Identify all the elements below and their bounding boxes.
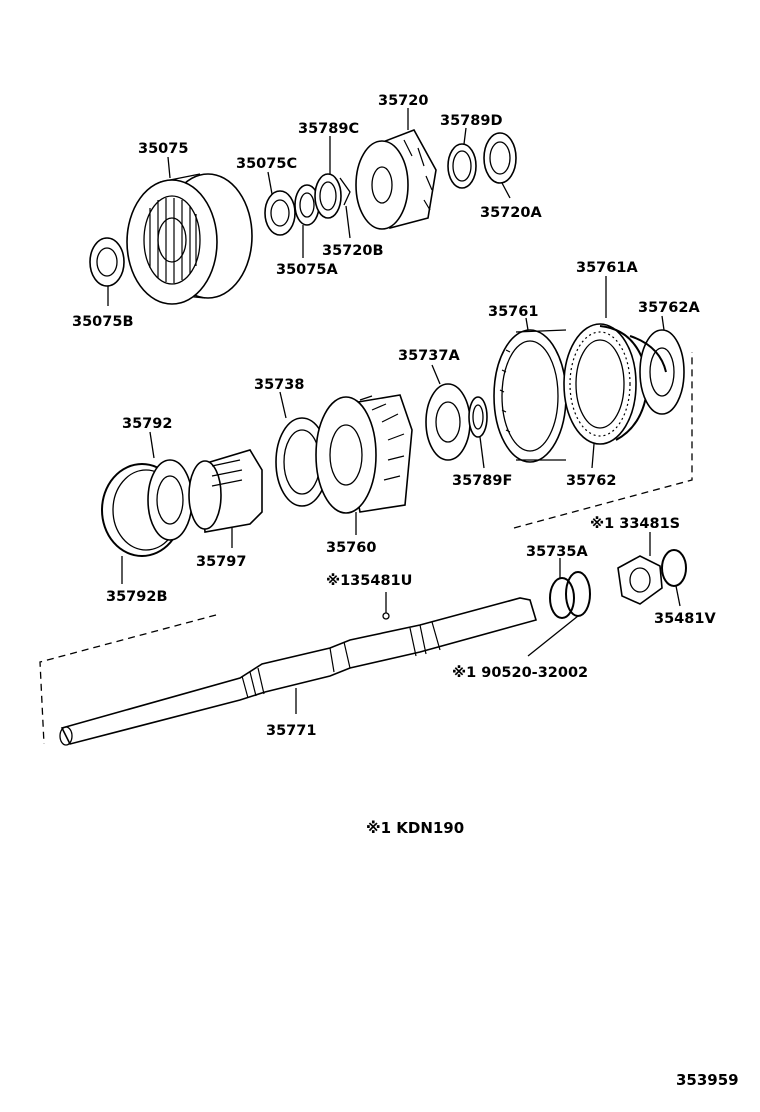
part-35792-bearing bbox=[147, 459, 193, 541]
label-35789F: 35789F bbox=[452, 473, 512, 489]
diagram-number: 353959 bbox=[676, 1071, 739, 1089]
part-35797-sungear bbox=[188, 449, 263, 533]
leader-lines bbox=[107, 108, 681, 714]
label-35075C: 35075C bbox=[236, 156, 297, 172]
label-35075: 35075 bbox=[138, 141, 188, 157]
part-35761-ringgear bbox=[493, 329, 567, 463]
part-35720A-bearing bbox=[483, 132, 517, 184]
label-35797: 35797 bbox=[196, 554, 246, 570]
label-35760: 35760 bbox=[326, 540, 376, 556]
part-labels: 35075 35075C 35789C 35720 35789D 35720A … bbox=[72, 93, 739, 1089]
part-35762-ring bbox=[563, 323, 637, 445]
label-35792B: 35792B bbox=[106, 589, 168, 605]
label-35481V: 35481V bbox=[654, 611, 716, 627]
part-35762A-bearing bbox=[629, 329, 685, 415]
label-35735A: 35735A bbox=[526, 544, 588, 560]
label-35762: 35762 bbox=[566, 473, 616, 489]
label-35720: 35720 bbox=[378, 93, 428, 109]
part-135481U-ball bbox=[382, 612, 390, 620]
label-35738: 35738 bbox=[254, 377, 304, 393]
label-35789C: 35789C bbox=[298, 121, 359, 137]
label-35762A: 35762A bbox=[638, 300, 700, 316]
label-35075A: 35075A bbox=[276, 262, 338, 278]
label-35720B: 35720B bbox=[322, 243, 384, 259]
part-35075-drum bbox=[126, 173, 253, 305]
part-35481V-snapring bbox=[661, 549, 687, 587]
label-35761: 35761 bbox=[488, 304, 538, 320]
part-35720-carrier bbox=[355, 129, 437, 230]
part-35789C-ring bbox=[314, 173, 351, 219]
part-35737A-washer bbox=[425, 383, 471, 461]
assembly-outline bbox=[39, 352, 693, 745]
part-35075A-bearing bbox=[294, 184, 320, 226]
part-35075C-washer bbox=[264, 190, 296, 236]
label-33481S: ※1 33481S bbox=[590, 516, 680, 532]
part-35789D-ring bbox=[447, 143, 477, 189]
label-90520-32002: ※1 90520-32002 bbox=[452, 665, 588, 681]
label-35792: 35792 bbox=[122, 416, 172, 432]
part-35771-shaft bbox=[59, 597, 538, 746]
label-35789D: 35789D bbox=[440, 113, 502, 129]
label-135481U: ※135481U bbox=[326, 573, 412, 589]
part-33481S-nut bbox=[617, 555, 663, 605]
part-90520-ring bbox=[565, 571, 591, 617]
label-35737A: 35737A bbox=[398, 348, 460, 364]
part-35735A-ring bbox=[549, 577, 575, 619]
part-35075B-washer bbox=[89, 237, 125, 287]
footnote: ※1 KDN190 bbox=[366, 819, 464, 837]
label-35771: 35771 bbox=[266, 723, 316, 739]
label-35761A: 35761A bbox=[576, 260, 638, 276]
part-35789F-ring bbox=[468, 396, 488, 438]
label-35720A: 35720A bbox=[480, 205, 542, 221]
part-35760-gear bbox=[315, 394, 413, 514]
label-35075B: 35075B bbox=[72, 314, 134, 330]
